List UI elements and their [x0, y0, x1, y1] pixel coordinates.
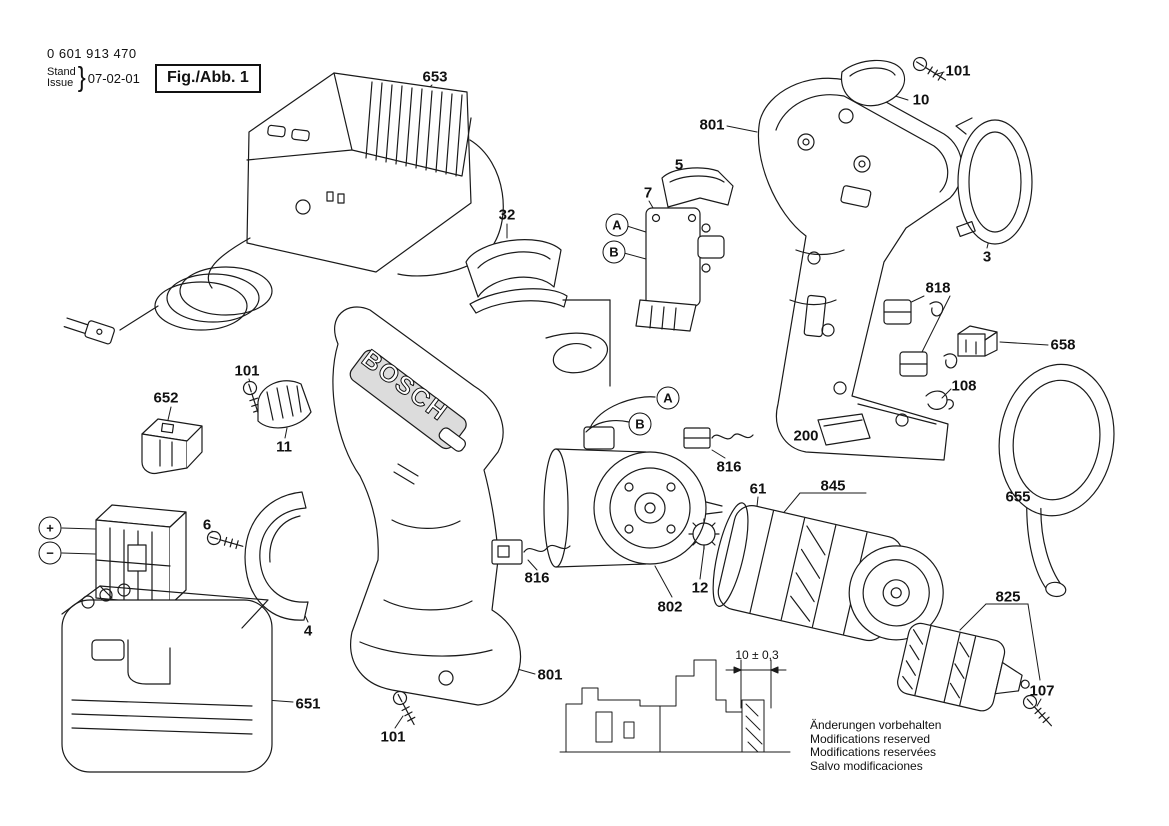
callout-minus: − — [38, 541, 62, 565]
callout-655: 655 — [1005, 488, 1031, 506]
callout-108: 108 — [951, 377, 977, 395]
callout-4: 4 — [303, 622, 313, 640]
callout-101-bottom: 101 — [380, 728, 406, 746]
battery-651-drawing — [61, 583, 273, 773]
callout-801-lower: 801 — [537, 666, 563, 684]
part-number: 0 601 913 470 — [47, 46, 137, 61]
callout-11: 11 — [276, 438, 292, 456]
charger-drawing — [119, 72, 504, 331]
clips-818-drawing — [883, 299, 958, 377]
callout-b-lower: B — [628, 412, 652, 436]
callout-12: 12 — [691, 579, 709, 597]
callout-801-right: 801 — [699, 116, 725, 134]
screw-6 — [206, 530, 244, 550]
clip-108-drawing — [925, 390, 954, 410]
cover-32-drawing — [465, 239, 611, 387]
callout-a-lower: A — [656, 386, 680, 410]
callout-61: 61 — [749, 480, 767, 498]
housing-right-drawing — [757, 77, 963, 461]
issue-date: 07-02-01 — [87, 70, 140, 86]
power-plug-drawing — [63, 317, 115, 345]
switch-drawing — [635, 167, 734, 332]
footer-note-fr: Modifications reservées — [810, 745, 937, 759]
bracket-4-drawing — [244, 491, 309, 621]
callout-a-upper: A — [605, 213, 629, 237]
callout-7: 7 — [643, 184, 653, 202]
callout-107: 107 — [1029, 682, 1055, 700]
callout-6: 6 — [202, 516, 212, 534]
callout-651: 651 — [295, 695, 321, 713]
screw-101-bottom — [392, 690, 416, 726]
callout-658: 658 — [1050, 336, 1076, 354]
contact-652-drawing — [141, 418, 203, 475]
motor-cap-drawing — [840, 59, 906, 107]
callout-653: 653 — [422, 68, 448, 86]
stand-label: Stand — [47, 66, 76, 78]
gearbox-drawing — [712, 502, 944, 642]
brace-glyph: } — [77, 61, 86, 93]
footer-note-en: Modifications reserved — [810, 731, 931, 746]
battery-stem-drawing — [95, 504, 187, 606]
issue-label: Issue — [47, 77, 74, 89]
screw-101-top — [912, 56, 947, 81]
main-housing-drawing: BOSCH — [332, 306, 521, 706]
figure-label: Fig./Abb. 1 — [155, 64, 261, 93]
ring-655-drawing — [998, 363, 1115, 598]
callout-b-upper: B — [602, 240, 626, 264]
footer-notes: Änderungen vorbehalten Modifications res… — [810, 718, 942, 773]
bearing-ring-drawing — [955, 117, 1033, 245]
issue-row: Stand Issue } 07-02-01 — [47, 61, 140, 93]
callout-845: 845 — [820, 477, 846, 495]
callout-816-upper: 816 — [716, 458, 742, 476]
clip-658-drawing — [957, 325, 998, 357]
callout-10: 10 — [912, 91, 930, 109]
callout-5: 5 — [674, 156, 684, 174]
callout-818: 818 — [925, 279, 951, 297]
callout-101-top: 101 — [945, 62, 971, 80]
title-block: 0 601 913 470 Stand Issue } 07-02-01 — [47, 46, 140, 93]
callout-3: 3 — [982, 248, 992, 266]
grip-11-drawing — [257, 380, 312, 429]
motor-802-drawing — [543, 396, 723, 568]
chuck-825-drawing — [897, 622, 1030, 712]
footer-note-de: Änderungen vorbehalten — [810, 718, 942, 732]
base-schematic-drawing — [559, 659, 791, 753]
callout-32: 32 — [498, 206, 516, 224]
callout-dim-10: 10 ± 0,3 — [735, 648, 779, 662]
callout-652: 652 — [153, 389, 179, 407]
plate-200-drawing — [817, 413, 871, 446]
screw-107 — [1022, 694, 1053, 727]
callout-200: 200 — [793, 427, 819, 445]
callout-816-lower: 816 — [524, 569, 550, 587]
callout-plus: + — [38, 516, 62, 540]
brush-816-lower-drawing — [491, 539, 571, 565]
callout-825: 825 — [995, 588, 1021, 606]
brush-816-upper-drawing — [683, 427, 754, 449]
callout-101-left: 101 — [234, 362, 260, 380]
footer-note-es: Salvo modificaciones — [810, 758, 923, 773]
callout-802: 802 — [657, 598, 683, 616]
